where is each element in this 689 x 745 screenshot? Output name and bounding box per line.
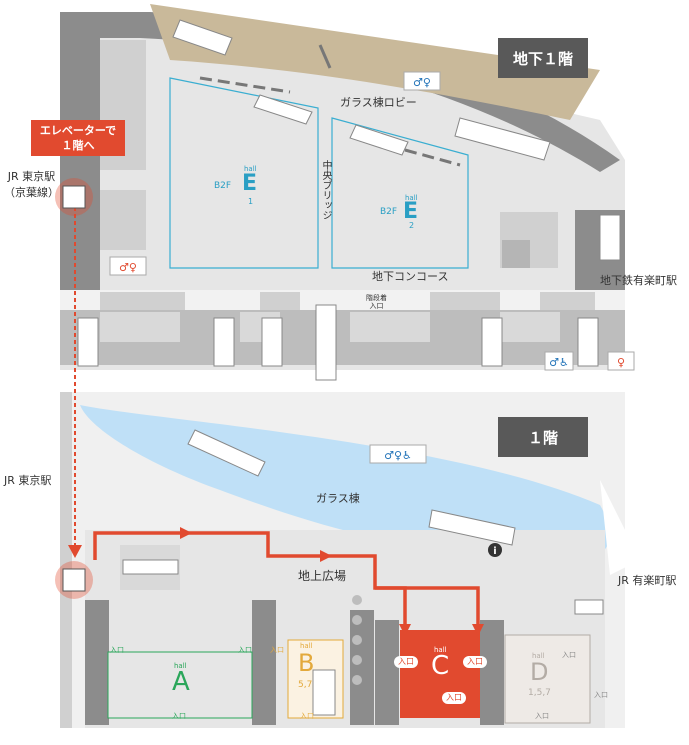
entrance-tag: 入口 [110,646,124,654]
hall-b: hall B 5,7 [296,640,336,695]
elevator-callout: エレベーターで １階へ [31,120,125,156]
escalator [253,94,313,125]
hall-b-num: 5,7 [298,680,313,690]
escalator [213,317,235,367]
entrance-tag: 入口 [442,692,466,704]
escalator [577,317,599,367]
hall-a-letter: A [172,667,190,697]
svg-text:♀: ♀ [617,356,625,369]
entrance-tag: 入口 [238,646,252,654]
hall-b-word: hall [300,642,313,650]
escalator [428,509,516,546]
entrance-tag: 入口 [535,712,549,720]
escalator [261,317,283,367]
hall-b-letter: B [298,649,315,677]
floor-label-b1: 地下１階 [498,38,588,78]
hall-e1-level: B2F [214,181,232,191]
entrance-tag: 入口 [300,712,314,720]
hall-d: hall D 1,5,7 [528,652,568,707]
escalator [349,124,409,156]
hall-e1: B2F hall E 1 [214,165,280,210]
hall-c-word: hall [434,646,447,654]
hall-e2: B2F hall E 2 [380,194,440,243]
f1-floor-plan [60,392,640,728]
roof-area [150,4,600,120]
entrance-tag: 入口 [172,712,186,720]
svg-text:♂♿: ♂♿ [549,356,569,369]
label-jr-tokyo-keiyo: JR 東京駅 （京葉線） [4,170,59,199]
hall-a-area [107,651,253,719]
escalator [172,19,233,56]
hall-a-word: hall [174,662,187,670]
info-icon [488,543,502,557]
floor-label-1f: １階 [498,417,588,457]
label-central-bridge: 中央ブリッジ [320,160,331,220]
hall-e1-letter: E [242,171,258,196]
hall-d-letter: D [530,658,549,686]
svg-text:♂♀♿: ♂♀♿ [384,449,412,462]
label-jr-yurakucho: JR 有楽町駅 [618,574,677,587]
hall-d-word: hall [532,652,545,660]
hall-e1-word: hall [244,165,257,173]
b1-floor-plan [60,4,625,381]
hall-e2-word: hall [405,194,418,202]
label-underground-concourse: 地下コンコース [372,270,449,283]
label-stair-entrance: 階段着 入口 [366,294,387,310]
escalator [187,429,266,477]
label-glass-building: ガラス棟 [316,492,360,505]
hall-d-num: 1,5,7 [528,688,551,698]
hall-e2-area [331,117,469,269]
escalator [454,117,551,161]
entrance-tag: 入口 [594,691,608,699]
escalator [481,317,503,367]
entrance-tag: 入口 [463,656,487,668]
hall-c: hall C [428,646,468,696]
svg-text:i: i [493,546,496,557]
facility-icons: ♂♀ ♂♀ ♂♀♿ ♂♿ ♀ [109,71,635,464]
hall-c-letter: C [431,651,450,681]
escalator [312,669,336,716]
hall-e2-num: 2 [409,221,415,230]
hall-e1-num: 1 [248,197,254,206]
hall-e2-level: B2F [380,207,398,217]
hall-e2-letter: E [403,199,419,224]
label-glass-lobby: ガラス棟ロビー [340,96,417,109]
svg-text:♂♀: ♂♀ [413,76,431,89]
escalator [574,599,604,615]
escalator [122,559,179,575]
entrance-tag: 入口 [270,646,284,654]
svg-text:♂♀: ♂♀ [119,261,137,274]
entrance-tag: 入口 [394,656,418,668]
hall-a: hall A [160,662,210,712]
escalator [77,317,99,367]
hall-d-area [504,634,591,724]
entrance-tag: 入口 [562,651,576,659]
label-jr-tokyo: JR 東京駅 [4,474,52,487]
hall-c-area [400,630,480,718]
label-subway-yurakucho: 地下鉄有楽町駅 [600,274,677,287]
label-ground-plaza: 地上広場 [298,569,347,583]
escalator [599,214,621,261]
escalator [315,304,337,381]
